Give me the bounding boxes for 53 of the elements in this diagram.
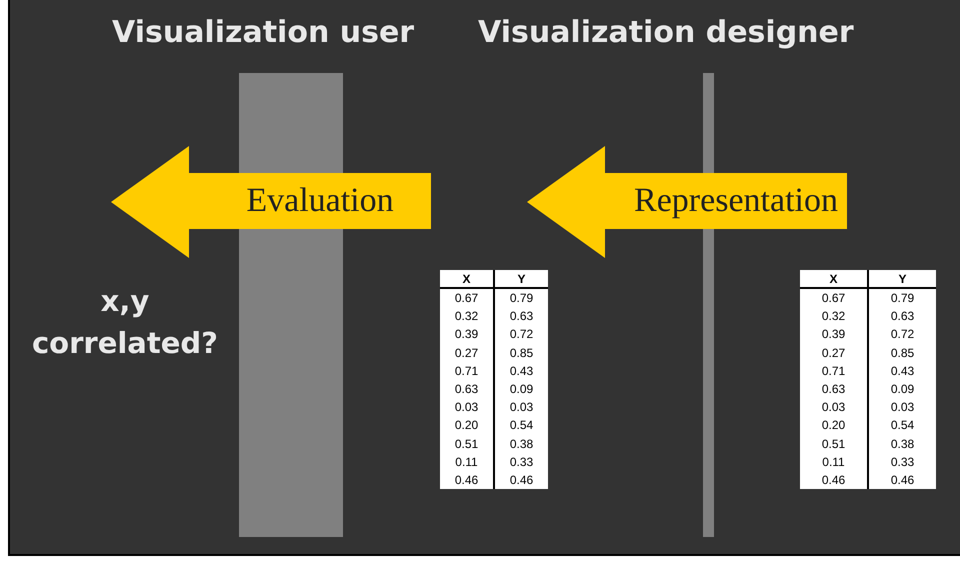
table-cell: 0.72 bbox=[890, 328, 914, 340]
table-cell: 0.20 bbox=[454, 419, 478, 432]
table-cell: 0.20 bbox=[822, 419, 846, 432]
table-cell: Y bbox=[898, 272, 906, 284]
table-cell: 0.85 bbox=[890, 346, 914, 359]
table-cell: 0.09 bbox=[510, 383, 534, 396]
table-cell: 0.51 bbox=[822, 438, 846, 450]
table-cell: X bbox=[462, 272, 470, 284]
table-cell: 0.32 bbox=[822, 310, 846, 322]
table-cell: 0.09 bbox=[890, 383, 914, 396]
question-text: x,y correlated? bbox=[30, 283, 219, 362]
table-cell: 0.46 bbox=[890, 474, 914, 486]
table-cell: 0.03 bbox=[890, 401, 914, 414]
table-cell: 0.67 bbox=[822, 292, 846, 304]
table-cell: 0.46 bbox=[510, 474, 534, 486]
table-cell: X bbox=[829, 272, 838, 284]
table-cell: 0.43 bbox=[510, 364, 534, 377]
table-cell: 0.63 bbox=[454, 383, 478, 396]
table-cell: 0.79 bbox=[890, 292, 914, 304]
table-cell: 0.79 bbox=[510, 292, 534, 304]
table-cell: 0.63 bbox=[510, 310, 534, 322]
table-cell: 0.39 bbox=[822, 328, 846, 340]
table-cell: 0.03 bbox=[510, 401, 534, 414]
heading: Visualization user bbox=[112, 14, 414, 52]
table-cell: 0.38 bbox=[890, 438, 914, 450]
table-cell: 0.27 bbox=[822, 346, 846, 359]
table-cell: 0.11 bbox=[455, 456, 478, 468]
arrow-label: Evaluation bbox=[246, 184, 394, 218]
table-cell: 0.39 bbox=[454, 328, 478, 340]
heading: Visualization designer bbox=[478, 14, 854, 52]
arrow-label: Representation bbox=[634, 184, 838, 218]
table-cell: 0.33 bbox=[510, 456, 534, 468]
table-cell: 0.11 bbox=[822, 456, 845, 468]
table-cell: 0.71 bbox=[822, 364, 846, 377]
table-cell: 0.46 bbox=[454, 474, 478, 486]
table-cell: 0.54 bbox=[510, 419, 534, 432]
table-cell: 0.27 bbox=[454, 346, 478, 359]
table-cell: Y bbox=[517, 272, 526, 284]
table-cell: 0.46 bbox=[822, 474, 846, 486]
table-cell: 0.67 bbox=[454, 292, 478, 304]
table-cell: 0.72 bbox=[510, 328, 534, 340]
table-cell: 0.71 bbox=[454, 364, 478, 377]
table-cell: 0.85 bbox=[510, 346, 534, 359]
table-cell: 0.63 bbox=[822, 383, 846, 396]
table-cell: 0.03 bbox=[454, 401, 478, 414]
table-cell: 0.33 bbox=[890, 456, 914, 468]
table-cell: 0.43 bbox=[890, 364, 914, 377]
table-cell: 0.54 bbox=[890, 419, 914, 432]
table-cell: 0.51 bbox=[454, 438, 478, 450]
table-cell: 0.03 bbox=[822, 401, 846, 414]
table-cell: 0.63 bbox=[890, 310, 914, 322]
table-cell: 0.32 bbox=[454, 310, 478, 322]
table-cell: 0.38 bbox=[510, 438, 534, 450]
